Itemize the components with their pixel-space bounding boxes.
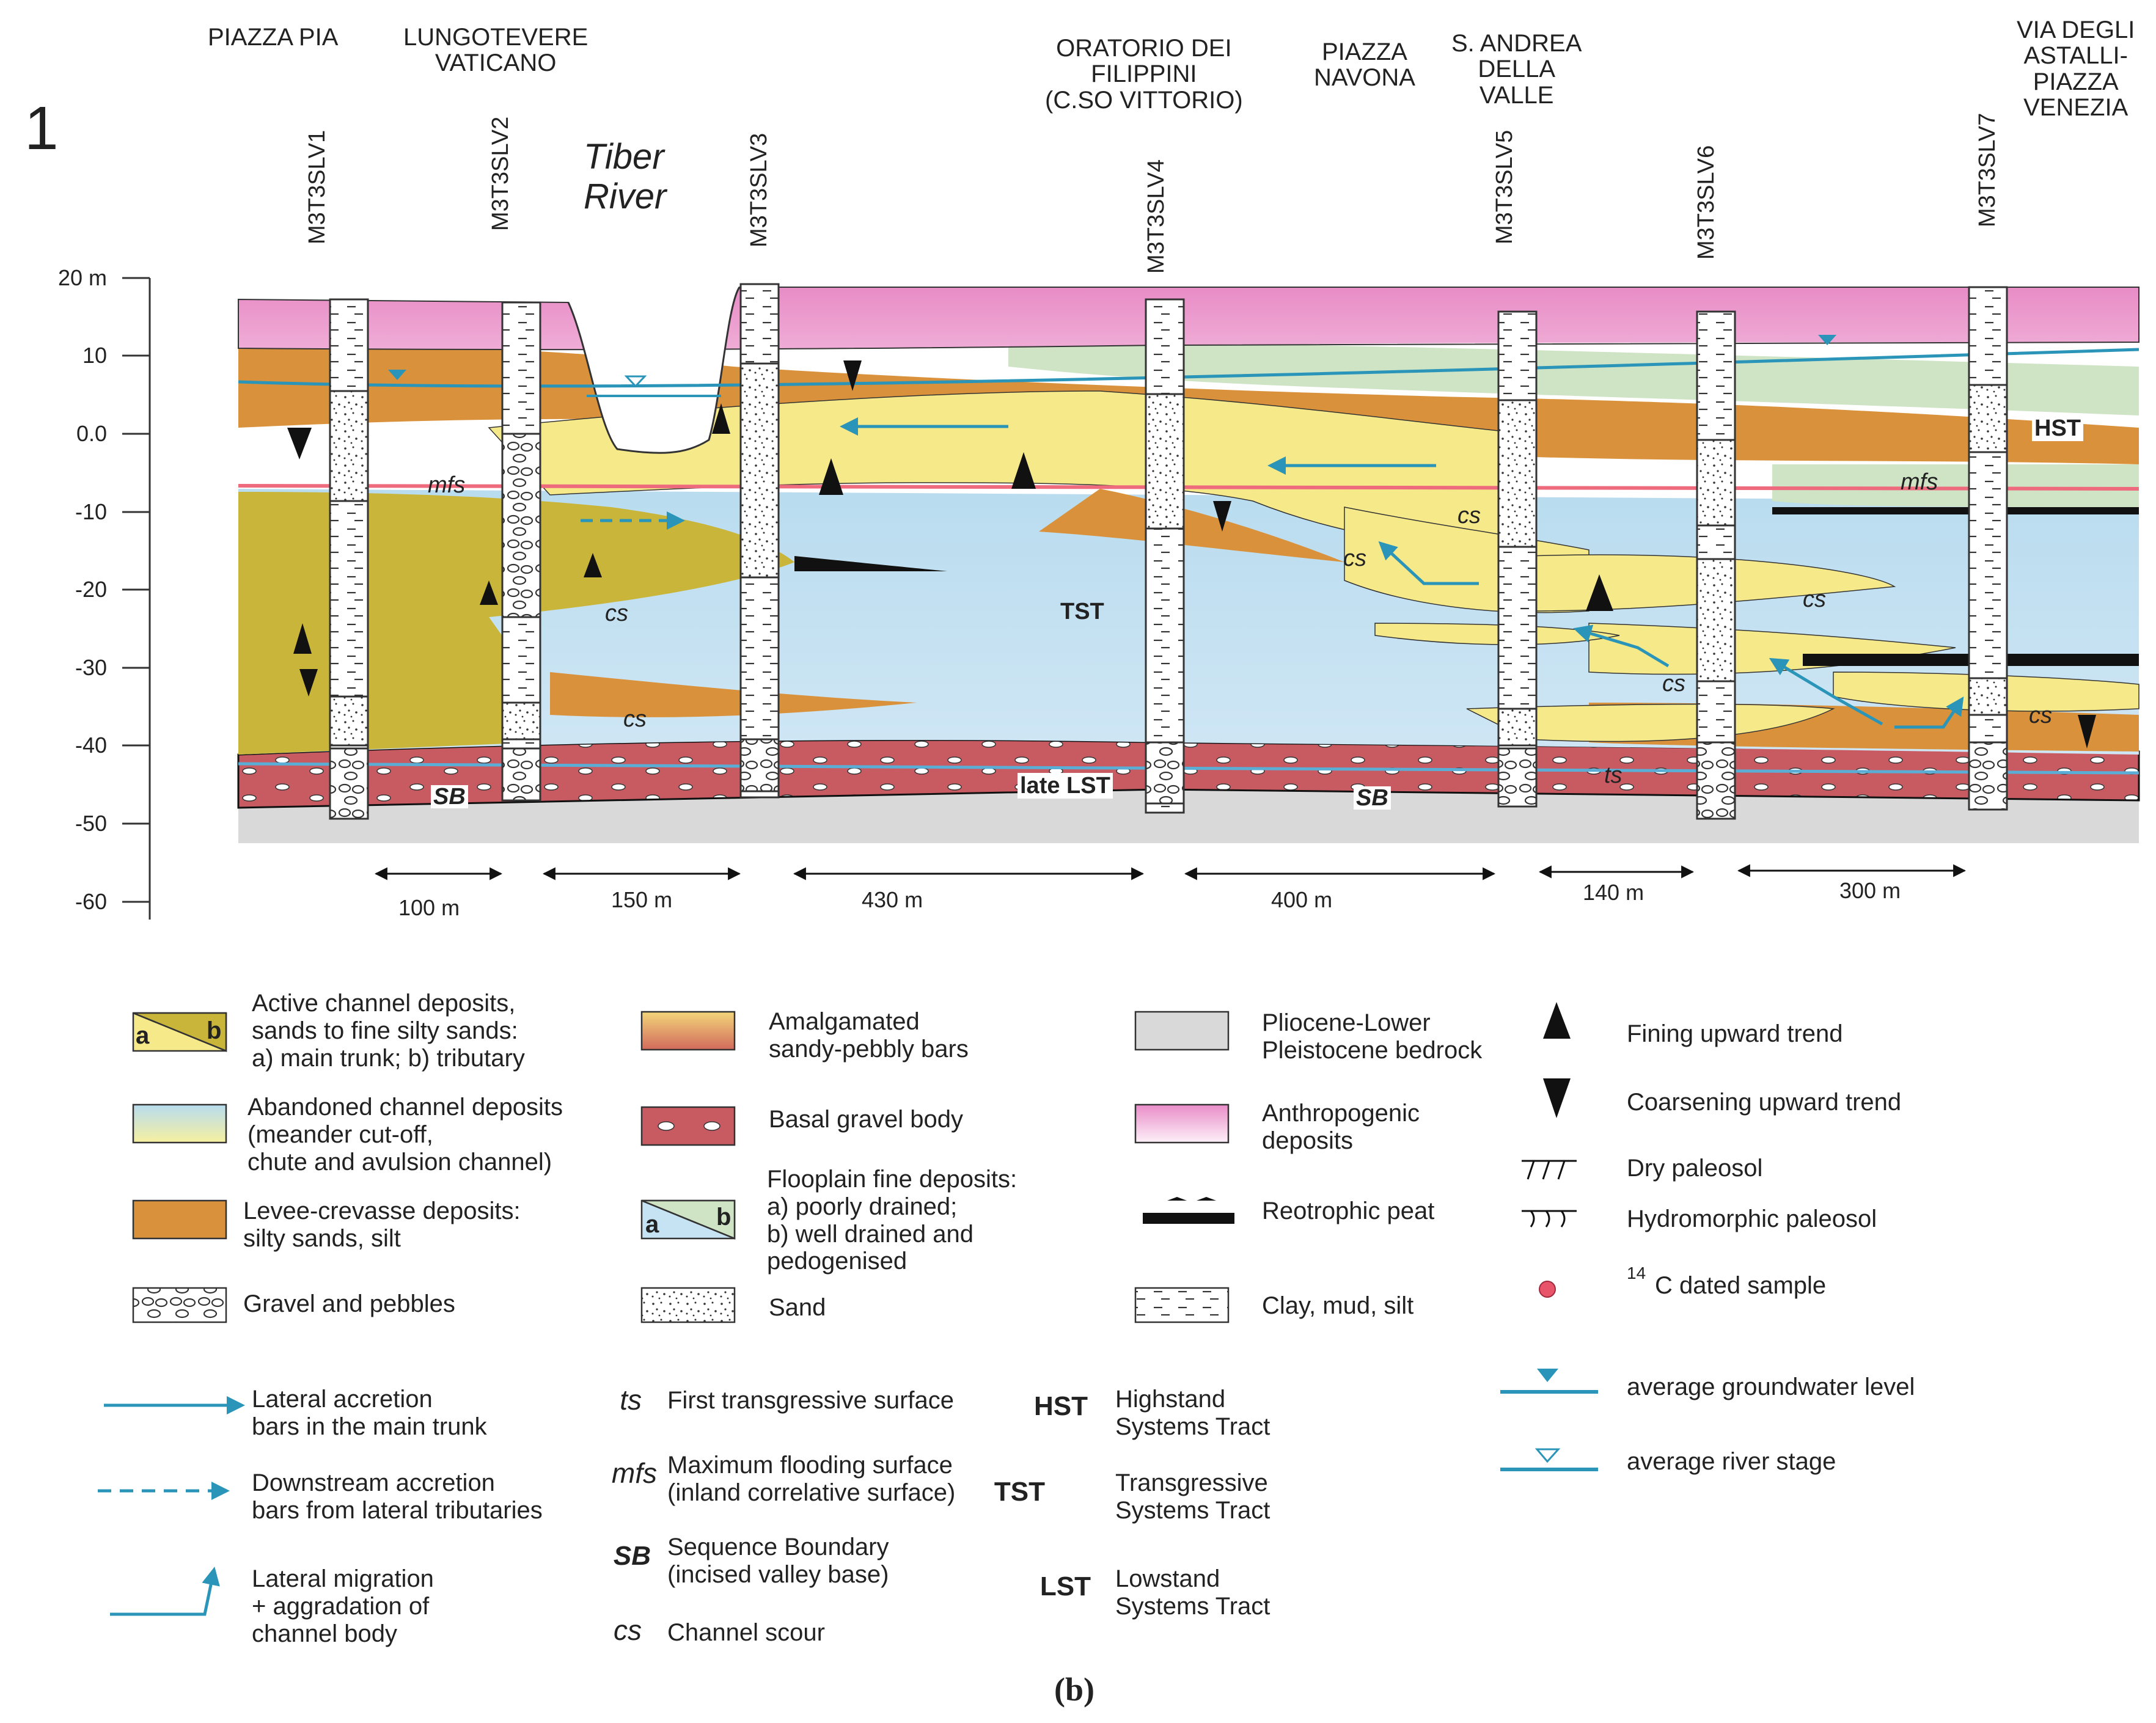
legend-anthropogenic: Anthropogenic deposits	[1262, 1100, 1420, 1154]
distance-label-2: 150 m	[611, 887, 673, 912]
sb-label-right: SB	[1354, 786, 1391, 810]
cs-label-1: cs	[605, 601, 628, 626]
abbr-ts: ts	[620, 1384, 642, 1416]
legend-lateral-accretion: Lateral accretion bars in the main trunk	[252, 1386, 487, 1440]
legend-bedrock: Pliocene-Lower Pleistocene bedrock	[1262, 1009, 1483, 1064]
cs-label-4: cs	[1343, 546, 1366, 571]
swatch-letter-b-active: b	[207, 1017, 222, 1044]
swatch-letter-a-flood: a	[645, 1211, 659, 1238]
legend-sand: Sand	[769, 1294, 826, 1321]
legend-amalgamated: Amalgamated sandy-pebbly bars	[769, 1008, 969, 1063]
distance-label-6: 300 m	[1839, 878, 1901, 903]
legend-migration: Lateral migration + aggradation of chann…	[252, 1565, 434, 1647]
tst-label: TST	[1060, 599, 1104, 624]
axis-tick-m10: -10	[75, 499, 107, 524]
abbr-cs: cs	[614, 1614, 642, 1646]
legend-clay: Clay, mud, silt	[1262, 1292, 1414, 1319]
legend-fining: Fining upward trend	[1627, 1020, 1843, 1047]
location-navona: PIAZZA NAVONA	[1314, 38, 1415, 92]
legend-sb-text: Sequence Boundary (incised valley base)	[667, 1534, 889, 1588]
legend-peat: Reotrophic peat	[1262, 1198, 1435, 1224]
axis-tick-10: 10	[82, 343, 107, 368]
legend-tst-text: Transgressive Systems Tract	[1115, 1469, 1270, 1524]
legend-cs-text: Channel scour	[667, 1619, 825, 1646]
sb-label-left: SB	[431, 785, 468, 808]
legend-levee: Levee-crevasse deposits: silty sands, si…	[243, 1198, 521, 1252]
axis-tick-m20: -20	[75, 577, 107, 602]
late-lst-label: late LST	[1018, 773, 1113, 799]
legend-basal-gravel: Basal gravel body	[769, 1106, 963, 1133]
mfs-label-left: mfs	[428, 472, 466, 498]
abbr-sb: SB	[613, 1541, 651, 1571]
axis-tick-m50: -50	[75, 811, 107, 836]
axis-tick-0: 0.0	[76, 421, 107, 446]
legend-dry-paleosol: Dry paleosol	[1627, 1155, 1763, 1182]
cs-label-3: cs	[1458, 503, 1481, 529]
hst-label: HST	[2032, 415, 2083, 441]
swatch-letter-b-flood: b	[716, 1204, 732, 1231]
legend-active-channel: Active channel deposits, sands to fine s…	[252, 990, 525, 1072]
distance-label-3: 430 m	[862, 887, 923, 912]
cs-label-5: cs	[1803, 587, 1826, 612]
location-astalli: VIA DEGLI ASTALLI- PIAZZA VENEZIA	[2017, 16, 2135, 122]
legend-hydro-paleosol: Hydromorphic paleosol	[1627, 1205, 1877, 1232]
legend-groundwater: average groundwater level	[1627, 1374, 1915, 1400]
distance-label-1: 100 m	[398, 895, 460, 920]
axis-tick-20: 20 m	[57, 265, 107, 290]
river-label: Tiber River	[584, 137, 667, 216]
legend-gravel-pebbles: Gravel and pebbles	[243, 1290, 455, 1317]
axis-tick-m40: -40	[75, 733, 107, 758]
legend-downstream: Downstream accretion bars from lateral t…	[252, 1469, 543, 1524]
panel-label: (b)	[1054, 1671, 1094, 1708]
legend-c14: C dated sample	[1655, 1272, 1827, 1299]
abbr-hst: HST	[1034, 1391, 1088, 1421]
axis-tick-m60: -60	[75, 889, 107, 914]
location-piazza-pia: PIAZZA PIA	[208, 24, 339, 51]
cs-label-2: cs	[623, 706, 647, 732]
legend-abandoned: Abandoned channel deposits (meander cut-…	[248, 1094, 563, 1176]
location-lungotevere: LUNGOTEVERE VATICANO	[403, 24, 588, 77]
cs-label-7: cs	[2029, 703, 2052, 728]
abbr-mfs: mfs	[611, 1457, 657, 1489]
legend-ts-text: First transgressive surface	[667, 1387, 955, 1414]
abbr-tst: TST	[994, 1477, 1045, 1507]
swatch-letter-a-active: a	[136, 1022, 150, 1049]
abbr-lst: LST	[1040, 1571, 1091, 1601]
distance-label-4: 400 m	[1271, 887, 1333, 912]
legend-lst-text: Lowstand Systems Tract	[1115, 1565, 1270, 1620]
legend-mfs-text: Maximum flooding surface (inland correla…	[667, 1452, 956, 1506]
legend-floodplain: Flooplain fine deposits: a) poorly drain…	[767, 1166, 1018, 1275]
ts-label: ts	[1604, 763, 1623, 788]
distance-label-5: 140 m	[1583, 880, 1645, 905]
location-oratorio: ORATORIO DEI FILIPPINI (C.SO VITTORIO)	[1045, 35, 1243, 114]
location-andrea: S. ANDREA DELLA VALLE	[1451, 30, 1582, 109]
cs-label-6: cs	[1662, 671, 1685, 697]
legend-c14-superscript: 14	[1627, 1264, 1646, 1282]
mfs-label-right: mfs	[1901, 469, 1938, 495]
figure-number: 1	[24, 94, 59, 163]
legend-hst-text: Highstand Systems Tract	[1115, 1386, 1270, 1440]
legend-coarsening: Coarsening upward trend	[1627, 1089, 1902, 1116]
legend-river-stage: average river stage	[1627, 1448, 1836, 1475]
axis-tick-m30: -30	[75, 655, 107, 680]
